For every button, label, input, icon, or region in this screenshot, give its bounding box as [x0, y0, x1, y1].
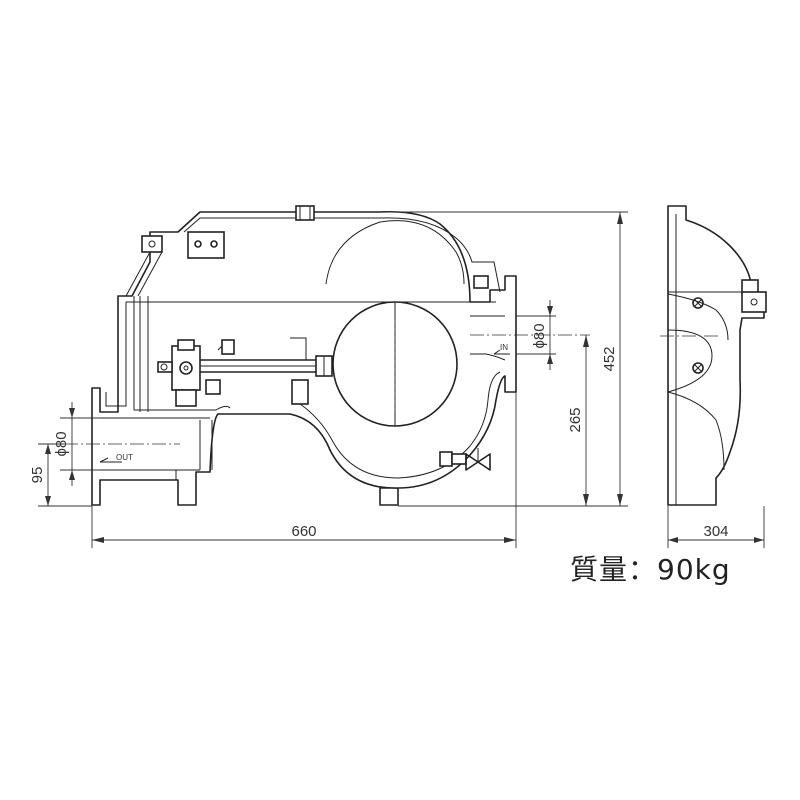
- top-cover: [183, 217, 501, 293]
- upper-dome: [325, 220, 465, 285]
- outlet-label: OUT: [116, 453, 133, 462]
- vent-pipe: [125, 251, 163, 412]
- mass-label: 質量：90kg: [570, 553, 731, 586]
- dim-inlet-height: 265: [567, 407, 584, 432]
- vent-bracket: [141, 235, 163, 253]
- side-inner: [667, 214, 764, 505]
- valve-block: [171, 345, 201, 391]
- top-plug: [295, 205, 315, 221]
- inlet-label: IN: [500, 343, 508, 352]
- dim-overall-width: 660: [291, 523, 316, 540]
- outlet-pipe: [100, 417, 210, 480]
- inner-wall: [105, 296, 496, 470]
- dim-outlet-height: 95: [29, 467, 46, 484]
- dim-side-depth: 304: [703, 523, 728, 540]
- dimensions: 660 452 265 ϕ80 ϕ80 95 304: [29, 211, 765, 548]
- side-view: [660, 205, 767, 506]
- inlet-neck: [470, 315, 506, 361]
- front-view: OUT IN: [64, 205, 590, 506]
- drain-valve: [439, 448, 491, 471]
- dim-inlet-diameter: ϕ80: [531, 323, 548, 348]
- dim-overall-height: 452: [601, 346, 618, 371]
- lower-lobe: [299, 371, 501, 479]
- side-outline: [667, 205, 765, 506]
